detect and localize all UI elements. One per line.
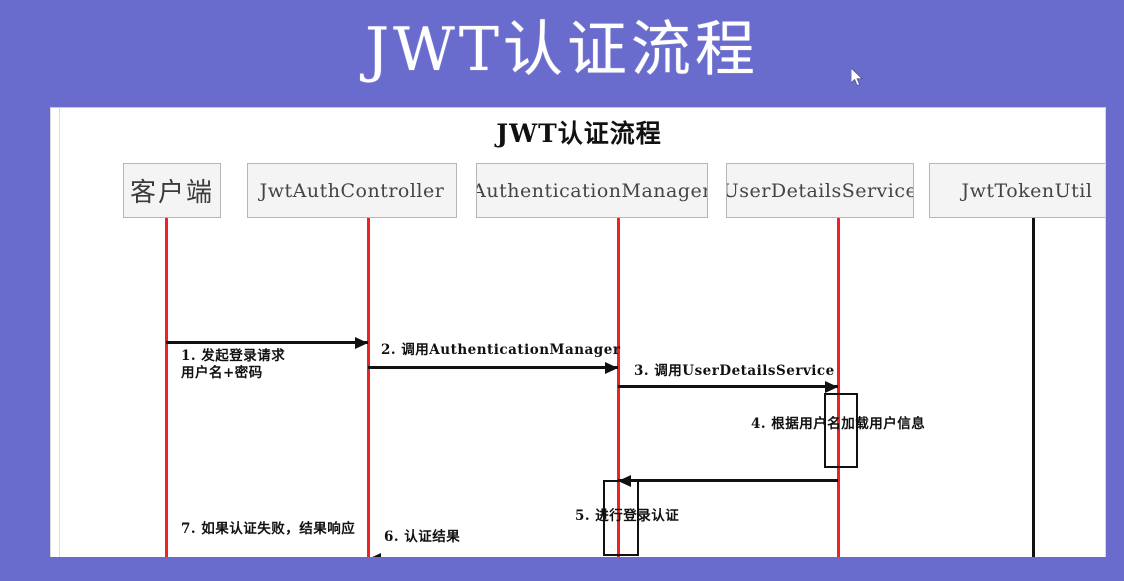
diagram-panel: JWT认证流程 客户端 JwtAuthController Authenticati… [50, 107, 1106, 557]
message-arrowhead-2 [605, 361, 618, 374]
message-line-3 [618, 385, 838, 388]
lifeline-5 [1032, 218, 1035, 557]
participant-box-2[interactable]: JwtAuthController [247, 163, 457, 218]
message-label-5: 5. 进行登录认证 [575, 508, 680, 524]
participant-box-1[interactable]: 客户端 [123, 163, 221, 218]
participant-box-5[interactable]: JwtTokenUtil [929, 163, 1105, 218]
message-arrowhead-3 [825, 380, 838, 393]
message-label-3: 3. 调用UserDetailsService [634, 363, 835, 379]
participant-box-4[interactable]: UserDetailsService [726, 163, 914, 218]
panel-left-rule [59, 108, 60, 557]
message-label-7: 7. 如果认证失败，结果响应 [181, 521, 356, 537]
diagram-title: JWT认证流程 [496, 119, 662, 148]
participant-box-3[interactable]: AuthenticationManager [476, 163, 708, 218]
lifeline-2 [367, 218, 370, 557]
lifeline-1 [165, 218, 168, 557]
userdetailsservice-activation [824, 393, 858, 468]
slide-title: JWT认证流程 [365, 15, 759, 85]
message-label-2: 2. 调用AuthenticationManager [381, 342, 621, 358]
message-label-1: 1. 发起登录请求 用户名+密码 [181, 348, 286, 381]
lifeline-4 [837, 218, 840, 557]
message-line-1 [166, 341, 368, 344]
message-line-5 [618, 479, 838, 482]
authenticationmanager-activation [603, 480, 639, 556]
message-label-4: 4. 根据用户名加载用户信息 [751, 416, 926, 432]
message-arrowhead-6 [368, 552, 381, 557]
message-arrowhead-1 [355, 336, 368, 349]
message-label-6: 6. 认证结果 [384, 529, 461, 545]
message-line-2 [368, 366, 618, 369]
